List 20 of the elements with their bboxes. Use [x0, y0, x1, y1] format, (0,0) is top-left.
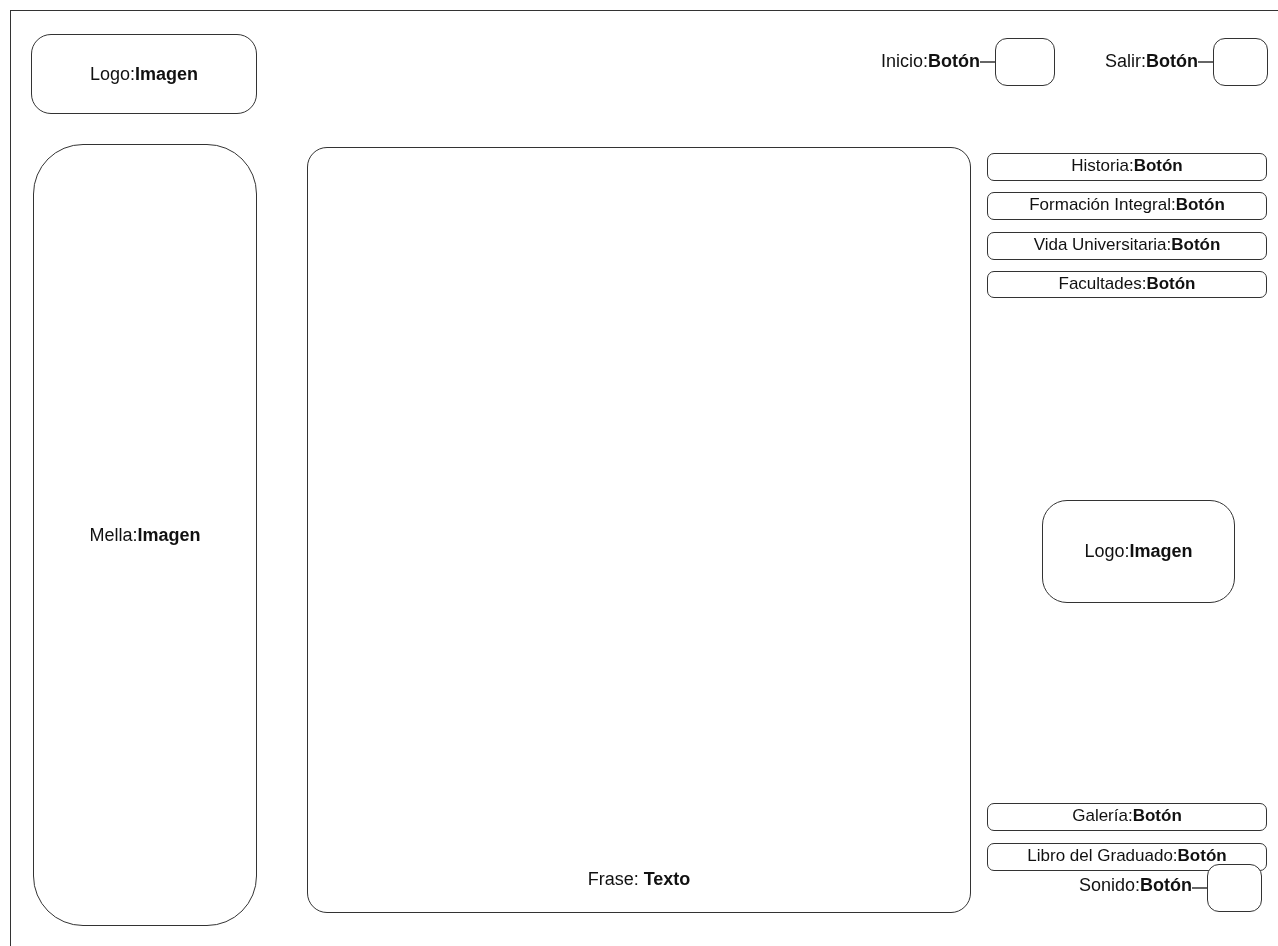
square-button [1207, 864, 1262, 912]
menu-button: Libro del Graduado:Botón [987, 843, 1267, 871]
button-label: Sonido:Botón [1078, 875, 1192, 896]
image-frame: Mella:Imagen [33, 144, 257, 926]
menu-button: Historia:Botón [987, 153, 1267, 181]
menu-button: Vida Universitaria:Botón [987, 232, 1267, 260]
button-label: Inicio:Botón [881, 51, 980, 72]
image-frame: Logo:Imagen [1042, 500, 1235, 603]
placeholder-label: Frase: Texto [586, 869, 692, 890]
button-label: Salir:Botón [1105, 51, 1198, 72]
image-frame: Logo:Imagen [31, 34, 257, 114]
square-button [995, 38, 1055, 86]
leader-line [1191, 887, 1208, 889]
leader-line [1197, 61, 1214, 63]
menu-button: Formación Integral:Botón [987, 192, 1267, 220]
square-button [1213, 38, 1268, 86]
text-area [307, 147, 971, 913]
leader-line [979, 61, 996, 63]
menu-button: Facultades:Botón [987, 271, 1267, 298]
menu-button: Galería:Botón [987, 803, 1267, 831]
